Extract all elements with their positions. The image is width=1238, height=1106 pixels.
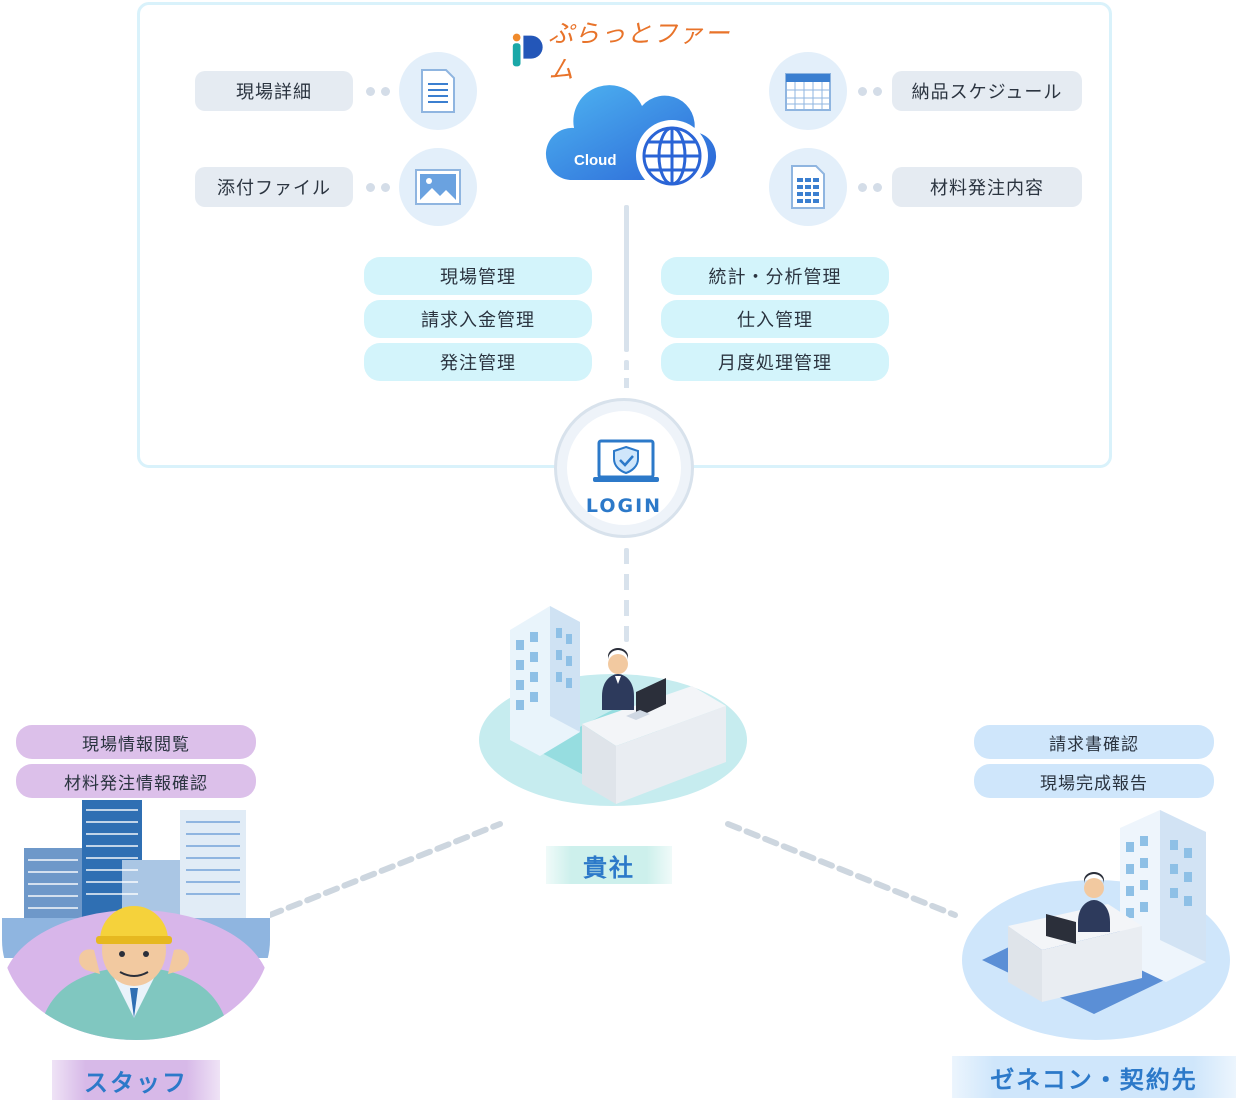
staff-feature-site-info: 現場情報閲覧 — [16, 725, 256, 759]
connector-line — [624, 205, 629, 352]
contractor-feature-completion-report: 現場完成報告 — [974, 764, 1214, 798]
image-icon — [399, 148, 477, 226]
login-label: LOGIN — [585, 495, 663, 517]
document-icon — [399, 52, 477, 130]
info-delivery-schedule: 納品スケジュール — [892, 71, 1082, 111]
info-material-order: 材料発注内容 — [892, 167, 1082, 207]
company-office-illustration — [478, 600, 750, 810]
staff-illustration — [2, 800, 270, 1045]
brand-mark-icon — [512, 33, 543, 67]
contractor-office-illustration — [960, 810, 1232, 1042]
cloud-label: Cloud — [574, 152, 617, 169]
connector-dots — [858, 87, 882, 96]
connector-line — [624, 360, 629, 390]
staff-feature-material-order: 材料発注情報確認 — [16, 764, 256, 798]
brand-name: ぷらっとファーム — [548, 19, 731, 84]
feature-statistics-analysis: 統計・分析管理 — [661, 257, 889, 295]
feature-purchase-management: 仕入管理 — [661, 300, 889, 338]
login-badge[interactable]: LOGIN — [554, 398, 694, 538]
globe-icon — [636, 120, 708, 192]
info-attachments: 添付ファイル — [195, 167, 353, 207]
calendar-icon — [769, 52, 847, 130]
feature-site-management: 現場管理 — [364, 257, 592, 295]
secure-laptop-icon — [593, 439, 659, 482]
contractor-label: ゼネコン・契約先 — [952, 1056, 1236, 1098]
contractor-feature-invoice: 請求書確認 — [974, 725, 1214, 759]
connector-line — [624, 548, 629, 642]
spreadsheet-icon — [769, 148, 847, 226]
connector-dots — [858, 183, 882, 192]
feature-order-management: 発注管理 — [364, 343, 592, 381]
cloud-graphic: Cloud — [540, 70, 720, 200]
connector-dots — [366, 183, 390, 192]
staff-label: スタッフ — [52, 1060, 220, 1100]
info-site-details: 現場詳細 — [195, 71, 353, 111]
connector-dots — [366, 87, 390, 96]
feature-billing-payment: 請求入金管理 — [364, 300, 592, 338]
feature-monthly-processing: 月度処理管理 — [661, 343, 889, 381]
brand-logo: ぷらっとファーム — [508, 19, 748, 84]
company-label: 貴社 — [546, 846, 672, 884]
